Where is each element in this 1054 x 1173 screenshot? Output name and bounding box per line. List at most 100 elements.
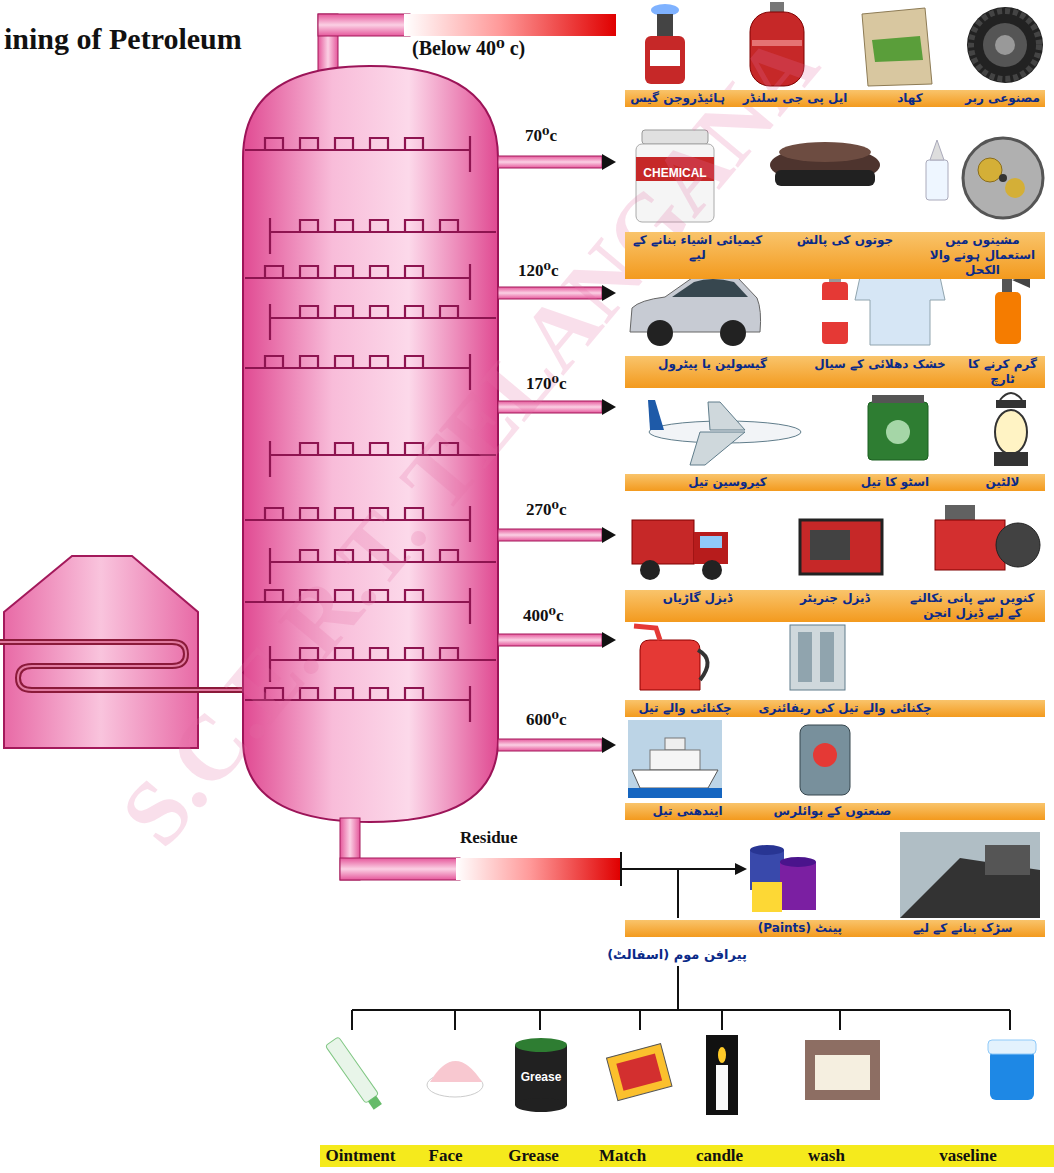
tyre-icon bbox=[995, 35, 1015, 55]
product-caption: چکنائی والے تیل bbox=[625, 700, 745, 717]
oil-can-icon bbox=[698, 650, 708, 680]
aeroplane-icon bbox=[648, 400, 664, 430]
matchbox-icon bbox=[616, 1053, 662, 1090]
caption-band: کنویں سے پانی نکالنے کے لیے ڈیزل انجنڈیز… bbox=[625, 590, 1045, 622]
truck-icon bbox=[694, 532, 728, 564]
stove-icon bbox=[886, 420, 910, 444]
road-paving-icon bbox=[900, 832, 1040, 918]
watch-movement-icon bbox=[963, 138, 1043, 218]
spray-can-icon bbox=[822, 272, 848, 344]
diesel-engine-icon bbox=[996, 523, 1040, 567]
paint-cans-icon bbox=[750, 845, 816, 912]
wax-block-icon bbox=[805, 1040, 880, 1100]
matchbox-icon bbox=[606, 1044, 671, 1101]
oil-can-icon bbox=[634, 626, 660, 640]
matchbox-icon bbox=[606, 1044, 671, 1101]
vaseline-jar-icon bbox=[988, 1040, 1036, 1100]
aeroplane-icon bbox=[690, 432, 745, 465]
candle-icon bbox=[706, 1035, 738, 1115]
fertilizer-bag-icon bbox=[862, 8, 932, 86]
oil-refining-machine-icon bbox=[790, 625, 845, 690]
fractionating-column bbox=[245, 354, 470, 390]
draw-off-pipes bbox=[602, 632, 616, 648]
boiler-icon bbox=[813, 743, 837, 767]
top-pipe bbox=[318, 14, 410, 36]
product-caption: ڈیزل جنریٹر bbox=[770, 590, 900, 622]
blowtorch-icon bbox=[995, 292, 1021, 344]
diesel-engine-icon bbox=[935, 520, 1005, 570]
oil-can-icon bbox=[640, 640, 700, 690]
ointment-tube-icon bbox=[368, 1096, 382, 1110]
spray-can-icon bbox=[822, 282, 848, 344]
road-paving-icon bbox=[900, 832, 1040, 918]
truck-icon bbox=[632, 520, 694, 564]
face-cream-icon bbox=[430, 1061, 482, 1082]
paint-cans-icon bbox=[750, 845, 784, 855]
car-icon bbox=[647, 320, 673, 346]
label-anchor: پیرافن موم (اسفالٹ) bbox=[602, 944, 752, 963]
label-band: OintmentFaceGreaseMatchcandlewashvaselin… bbox=[320, 1145, 1054, 1167]
product-caption: ڈیزل گاڑیاں bbox=[625, 590, 770, 622]
draw-off-pipes bbox=[498, 634, 602, 646]
ship-icon bbox=[628, 788, 722, 798]
caption-band: سڑک بنانے کے لیےپینٹ (Paints) bbox=[625, 920, 1045, 937]
truck-icon bbox=[700, 536, 722, 548]
tyre-icon bbox=[967, 7, 1043, 83]
temperature-label: 70⁰c bbox=[525, 126, 557, 146]
fractionating-column bbox=[245, 136, 470, 172]
wax-block-icon bbox=[815, 1055, 870, 1090]
residue-pipe bbox=[456, 858, 620, 880]
oil-refining-machine-icon bbox=[790, 625, 845, 690]
dropper-bottle-icon bbox=[926, 140, 948, 200]
jar-label: CHEMICAL bbox=[643, 167, 706, 181]
temperature-label: 170⁰c bbox=[526, 374, 567, 394]
boiler-icon bbox=[800, 725, 850, 795]
truck-icon bbox=[702, 560, 722, 580]
temperature-label: 600⁰c bbox=[526, 710, 567, 730]
truck-icon bbox=[632, 520, 728, 580]
boiler-icon bbox=[800, 725, 850, 795]
grease-tin-icon bbox=[515, 1045, 567, 1105]
shirts-icon bbox=[855, 270, 945, 345]
product-caption: اسٹو کا تیل bbox=[830, 474, 960, 491]
product-tree-lines bbox=[352, 966, 1010, 1030]
product-caption: گیسولین یا پیٹرول bbox=[625, 356, 800, 388]
paint-cans-icon bbox=[780, 857, 816, 867]
draw-off-pipes bbox=[602, 399, 616, 415]
caption-band: لالٹیناسٹو کا تیلکیروسین تیل bbox=[625, 474, 1045, 491]
oil-refining-machine-icon bbox=[820, 632, 834, 682]
ointment-tube-icon bbox=[325, 1037, 384, 1112]
product-caption: ایل پی جی سلنڈر bbox=[730, 90, 860, 107]
draw-off-pipes bbox=[498, 156, 602, 168]
vaseline-jar-icon bbox=[988, 1040, 1036, 1054]
shoe-brush-icon bbox=[779, 142, 871, 162]
gas-torch-icon bbox=[645, 4, 685, 84]
fertilizer-bag-icon bbox=[862, 8, 932, 86]
product-caption: پینٹ (Paints) bbox=[720, 920, 880, 937]
top-fraction-label: (Below 40⁰ c) bbox=[412, 37, 525, 60]
product-caption: ایندھنی تیل bbox=[625, 803, 750, 820]
oil-can-icon bbox=[634, 626, 708, 690]
dropper-bottle-icon bbox=[926, 160, 948, 200]
product-label: Match bbox=[577, 1145, 668, 1167]
fractionating-column bbox=[245, 264, 470, 300]
caption-band: گرم کرنے کا ٹارچخشک دھلائی کے سیالگیسولی… bbox=[625, 356, 1045, 388]
draw-off-pipes bbox=[498, 739, 602, 751]
watch-movement-icon bbox=[999, 174, 1007, 182]
product-caption: جوتوں کی پالش bbox=[770, 232, 920, 279]
caption-band: صنعتوں کے بوائلرسایندھنی تیل bbox=[625, 803, 1045, 820]
diesel-engine-icon bbox=[945, 505, 975, 520]
lantern-icon bbox=[1000, 393, 1022, 400]
shirts-icon bbox=[855, 270, 945, 345]
product-caption: مصنوعی ربر bbox=[960, 90, 1045, 107]
watch-movement-icon bbox=[1005, 178, 1025, 198]
residue-pipe bbox=[340, 858, 460, 880]
oil-refining-machine-icon bbox=[798, 632, 812, 682]
ship-icon bbox=[650, 750, 700, 770]
candle-icon bbox=[718, 1047, 726, 1063]
temperature-label: 120⁰c bbox=[518, 261, 559, 281]
ship-icon bbox=[665, 738, 685, 750]
product-label: wash bbox=[771, 1145, 882, 1167]
stove-icon bbox=[872, 395, 924, 403]
